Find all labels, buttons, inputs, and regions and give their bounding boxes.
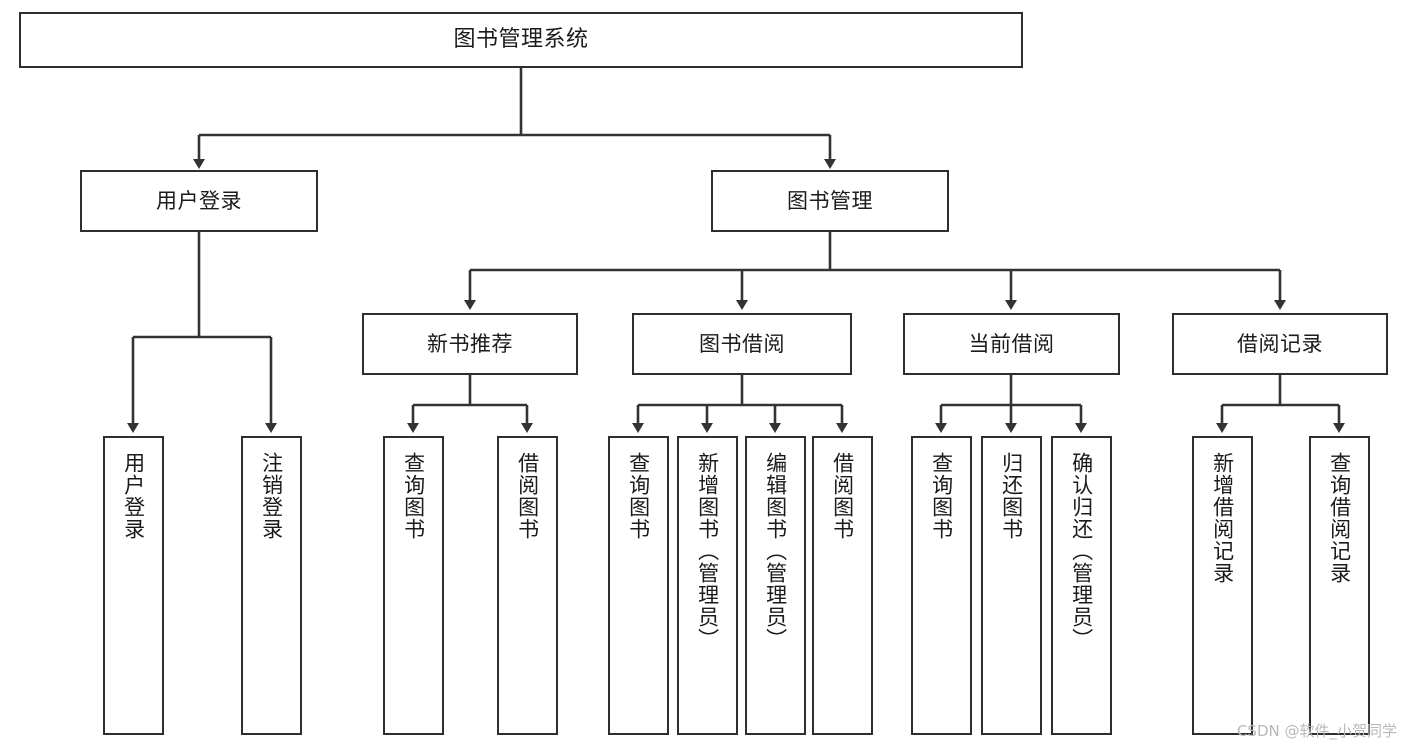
node-label: 查询图书 — [401, 452, 426, 540]
node-label: 图书借阅 — [699, 331, 785, 356]
node-label: 借阅记录 — [1237, 331, 1323, 356]
node-label: 查询借阅记录 — [1327, 452, 1352, 584]
leaf-borrow-record-query[interactable]: 查询借阅记录 — [1309, 436, 1370, 735]
node-label: 新增借阅记录 — [1210, 452, 1235, 584]
node-label: 归还图书 — [999, 452, 1024, 540]
node-borrow-record[interactable]: 借阅记录 — [1172, 313, 1388, 375]
node-label: 注销登录 — [259, 452, 284, 540]
leaf-book-borrow-add[interactable]: 新增图书（管理员） — [677, 436, 738, 735]
node-label: 用户登录 — [156, 188, 242, 213]
leaf-user-login-logout[interactable]: 注销登录 — [241, 436, 302, 735]
node-label: 图书管理 — [787, 188, 873, 213]
leaf-borrow-record-add[interactable]: 新增借阅记录 — [1192, 436, 1253, 735]
leaf-book-borrow-borrow[interactable]: 借阅图书 — [812, 436, 873, 735]
node-label: 当前借阅 — [968, 331, 1055, 356]
node-new-book-recommend[interactable]: 新书推荐 — [362, 313, 578, 375]
leaf-new-book-borrow[interactable]: 借阅图书 — [497, 436, 558, 735]
leaf-book-borrow-query[interactable]: 查询图书 — [608, 436, 669, 735]
node-label: 确认归还（管理员） — [1069, 452, 1094, 650]
node-book-borrow[interactable]: 图书借阅 — [632, 313, 852, 375]
leaf-current-borrow-query[interactable]: 查询图书 — [911, 436, 972, 735]
leaf-current-borrow-return[interactable]: 归还图书 — [981, 436, 1042, 735]
node-label: 新增图书（管理员） — [695, 452, 720, 650]
node-label: 新书推荐 — [427, 331, 513, 356]
node-label: 编辑图书（管理员） — [763, 452, 788, 650]
node-user-login[interactable]: 用户登录 — [80, 170, 318, 232]
leaf-current-borrow-confirm-return[interactable]: 确认归还（管理员） — [1051, 436, 1112, 735]
node-label: 图书管理系统 — [453, 27, 589, 53]
leaf-new-book-query[interactable]: 查询图书 — [383, 436, 444, 735]
node-label: 用户登录 — [121, 452, 146, 540]
node-label: 查询图书 — [929, 452, 954, 540]
node-label: 借阅图书 — [515, 452, 540, 540]
node-root-book-management-system[interactable]: 图书管理系统 — [19, 12, 1023, 68]
node-current-borrow[interactable]: 当前借阅 — [903, 313, 1120, 375]
leaf-user-login-login[interactable]: 用户登录 — [103, 436, 164, 735]
watermark: CSDN @软件_小贺同学 — [1236, 722, 1397, 740]
leaf-book-borrow-edit[interactable]: 编辑图书（管理员） — [745, 436, 806, 735]
node-label: 借阅图书 — [830, 452, 855, 540]
node-book-management[interactable]: 图书管理 — [711, 170, 949, 232]
node-label: 查询图书 — [626, 452, 651, 540]
